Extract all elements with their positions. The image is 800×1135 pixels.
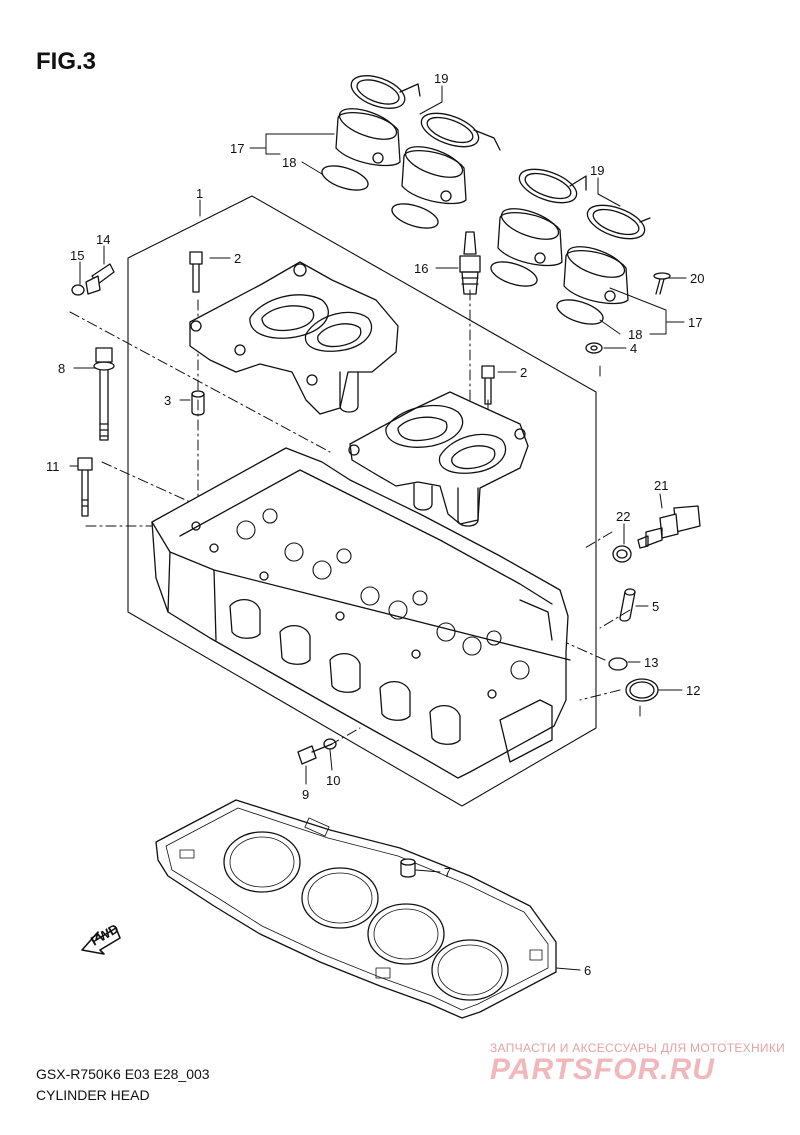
leader-lines [69,85,687,971]
callout-20: 20 [690,271,704,286]
washer-15 [71,284,85,296]
callout-21: 21 [654,478,668,493]
o-ring-12 [625,678,659,702]
watermark-tagline: ЗАПЧАСТИ И АКСЕССУАРЫ ДЛЯ МОТОТЕХНИКИ [490,1041,786,1055]
bolt-2-lower [481,365,495,405]
bolt-11 [77,457,93,517]
callout-13: 13 [644,655,658,670]
callout-1: 1 [196,186,203,201]
callout-19-right: 19 [590,163,604,178]
callout-6: 6 [584,963,591,978]
screw-20 [653,272,671,295]
callout-8: 8 [58,361,65,376]
fwd-arrow-icon: FWD [81,921,121,955]
watermark-logo: PARTSFOR.RU [490,1053,715,1086]
callout-14: 14 [96,232,110,247]
callout-10: 10 [326,773,340,788]
callout-18-right: 18 [628,327,642,342]
assembly-frame [127,195,597,807]
callout-3: 3 [164,393,171,408]
washer-10 [323,738,337,750]
o-ring-13 [608,657,628,671]
intake-pipes-left [321,75,501,229]
callout-15: 15 [70,248,84,263]
callout-4: 4 [630,341,637,356]
spark-plug-16 [459,231,481,295]
bolt-2-upper [189,251,203,293]
bolt-9 [297,743,333,765]
bolt-8 [93,347,115,441]
callout-17-left: 17 [230,141,244,156]
callout-16: 16 [414,261,428,276]
dowel-3 [191,390,205,416]
callout-2-upper: 2 [234,251,241,266]
oil-fitting-14 [85,263,115,295]
o-ring-22 [612,545,632,563]
callout-17-right: 17 [688,315,702,330]
callout-18-left: 18 [282,155,296,170]
callout-9: 9 [302,787,309,802]
callout-labels: 1 2 2 3 4 5 6 7 8 9 10 11 12 13 14 15 16… [46,71,704,978]
dowel-pin-7 [400,858,416,878]
intake-holder-front [348,391,529,527]
head-gasket [155,799,557,1019]
temp-sensor-21 [637,505,701,549]
callout-12: 12 [686,683,700,698]
intake-holder-rear [189,261,399,415]
callout-5: 5 [652,599,659,614]
callout-7: 7 [444,865,451,880]
washer-4 [585,342,603,354]
callout-22: 22 [616,509,630,524]
figure-label: FIG.3 [36,48,97,75]
callout-19-left: 19 [434,71,448,86]
cylinder-head-body [151,447,571,779]
callout-2-lower: 2 [520,365,527,380]
intake-pipes-right [490,168,651,325]
model-code: GSX-R750K6 E03 E28_003 [36,1066,210,1082]
alignment-lines [69,289,641,746]
callout-11: 11 [46,459,60,474]
section-name: CYLINDER HEAD [36,1087,150,1103]
pin-5 [619,588,636,622]
